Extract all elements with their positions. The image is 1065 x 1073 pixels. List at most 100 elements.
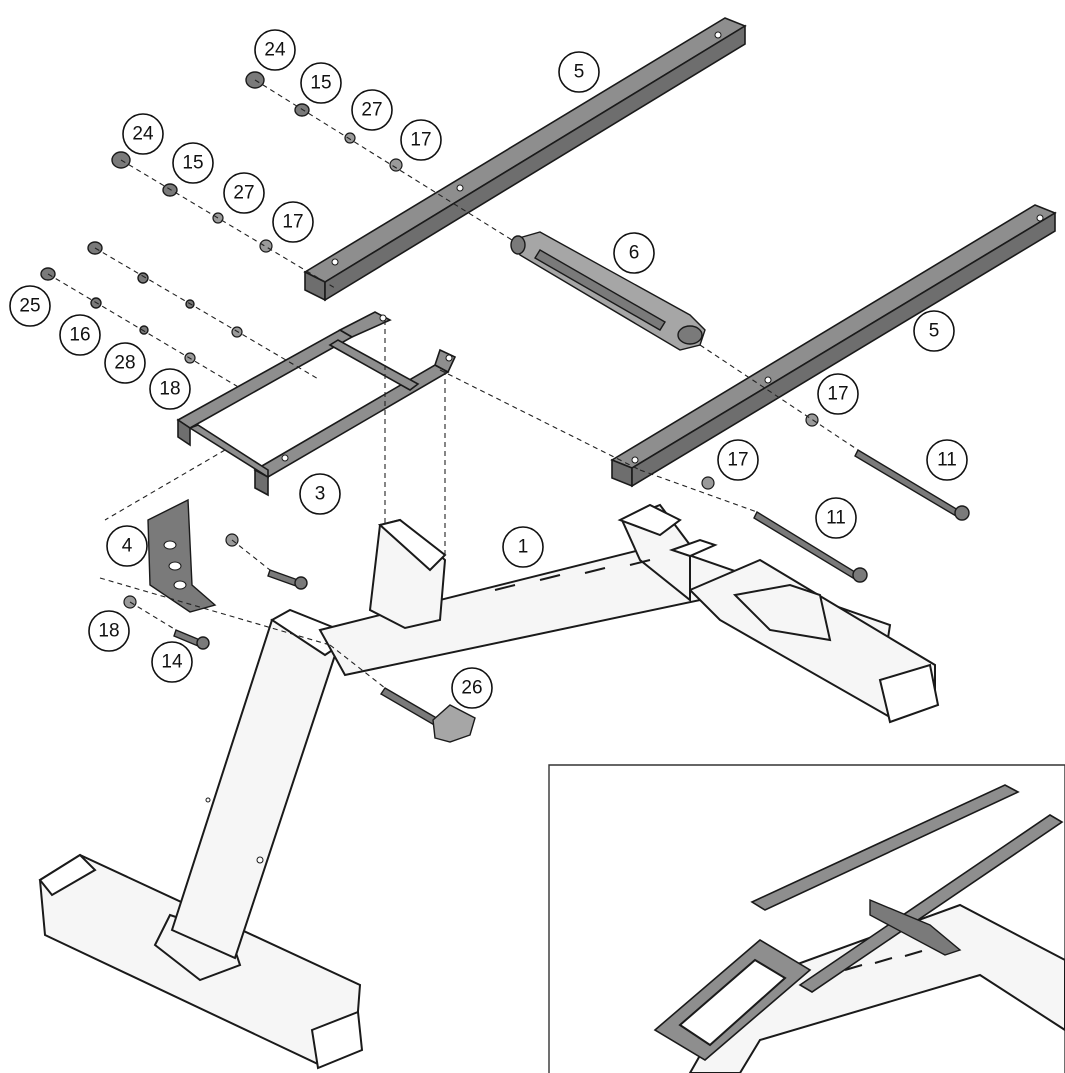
inset-slot-1 [844,964,863,971]
inset-view [548,764,1065,1073]
callout-ring [558,51,600,93]
dash-line-3 [94,247,321,381]
inset-frame [548,764,1065,1073]
bolt-11-upper-head [954,505,970,521]
callout-17: 17 [400,119,442,161]
callout-label: 17 [827,384,848,405]
washer-17-right-lower [701,476,715,490]
callout-label: 6 [629,243,640,264]
nut-15-lower [162,183,178,197]
callout-24: 24 [122,113,164,155]
top-tube-lower-part-5 [610,204,1057,488]
callout-ring [88,610,130,652]
callout-ring [122,113,164,155]
callout-label: 3 [315,484,326,505]
callout-ring [300,62,342,104]
rail-slot-3 [584,567,606,574]
callout-ring [613,232,655,274]
callout-ring [451,667,493,709]
carriage-hole-2 [379,314,387,322]
callout-ring [815,497,857,539]
washer-28 [139,325,149,335]
callout-label: 27 [361,100,382,121]
slider-rail [534,249,666,331]
knob-26-head [432,704,476,743]
callout-1: 1 [502,526,544,568]
callout-label: 17 [727,450,748,471]
callout-ring [351,89,393,131]
front-rail-right [732,583,832,642]
lower-tube-hole-2 [764,376,772,384]
callout-label: 5 [929,321,940,342]
rear-foot-cap-left [38,853,97,897]
callout-ring [149,368,191,410]
callout-18: 18 [149,368,191,410]
assembly-lines [47,79,859,689]
dash-line-6 [439,369,641,471]
pivot-slot-1 [163,540,177,550]
top-tube-upper-part-5 [303,17,747,302]
frame-tab [668,538,718,558]
callout-label: 15 [182,153,203,174]
callout-layer: 2415271724152717251628185651711171131418… [9,29,968,709]
callout-17: 17 [717,439,759,481]
callout-ring [254,29,296,71]
dash-line-5 [699,344,859,451]
callout-17: 17 [272,201,314,243]
carriage-hole-3 [445,354,453,362]
carriage-cross-mid [328,339,420,391]
callout-ring [272,201,314,243]
bolt-11-lower-head [852,567,868,583]
callout-label: 16 [69,325,90,346]
callout-11: 11 [815,497,857,539]
carriage-left-rail [176,329,354,429]
callout-ring [913,310,955,352]
callout-label: 28 [114,353,135,374]
dash-line-10 [104,449,226,521]
callout-label: 26 [461,678,482,699]
callout-26: 26 [451,667,493,709]
washer-17-right-upper [805,413,819,427]
callout-label: 27 [233,183,254,204]
carriage-cross-front [188,424,269,479]
dash-line-2 [120,159,336,289]
callout-label: 14 [161,652,183,673]
callout-ring [299,473,341,515]
upright-hole-2 [205,797,211,803]
callout-18: 18 [88,610,130,652]
callout-ring [104,342,146,384]
base-frame-part-1 [38,503,940,1070]
callout-3: 3 [299,473,341,515]
rail-slot-2 [539,574,561,581]
carriage-hole-1 [281,454,289,462]
dash-line-13 [129,601,177,631]
callout-28: 28 [104,342,146,384]
callout-ring [223,172,265,214]
callout-label: 25 [19,296,40,317]
callout-label: 18 [98,621,119,642]
callout-15: 15 [172,142,214,184]
callout-17: 17 [817,373,859,415]
callout-ring [172,142,214,184]
washer-27-lower [212,212,224,224]
inset-slot-2 [874,957,893,964]
callout-label: 15 [310,73,331,94]
callout-25: 25 [9,285,51,327]
callout-14: 14 [151,641,193,683]
dash-line-1 [254,79,513,241]
inset-carriage-window [678,958,787,1047]
callout-ring [59,314,101,356]
callout-label: 17 [410,130,431,151]
lower-tube-hole-3 [1036,214,1044,222]
callout-label: 4 [122,536,133,557]
callout-label: 24 [264,40,286,61]
callout-4: 4 [106,525,148,567]
callout-11: 11 [926,439,968,481]
rear-foot-cap [310,1010,364,1070]
nut-row-a4 [231,326,243,338]
dash-line-7 [639,469,758,513]
callout-16: 16 [59,314,101,356]
callout-ring [9,285,51,327]
rear-upright [170,618,342,960]
